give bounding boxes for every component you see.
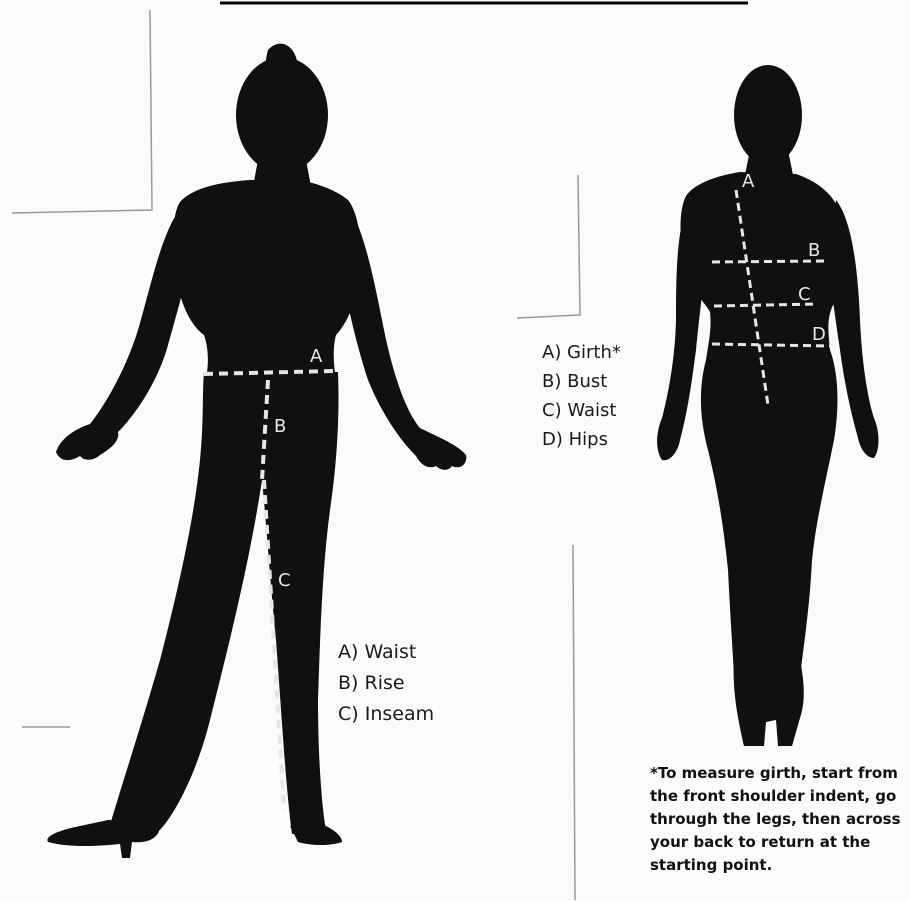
legend-item-waist: C) Waist <box>542 396 621 425</box>
left-silhouette <box>47 44 466 858</box>
right-marker-c: C <box>798 284 811 305</box>
right-marker-d: D <box>812 324 826 345</box>
right-marker-b: B <box>808 240 820 261</box>
legend-item-waist: A) Waist <box>338 637 434 668</box>
left-legend: A) Waist B) Rise C) Inseam <box>338 637 434 730</box>
legend-item-rise: B) Rise <box>338 668 434 699</box>
legend-item-hips: D) Hips <box>542 425 621 454</box>
legend-item-inseam: C) Inseam <box>338 699 434 730</box>
girth-footnote: *To measure girth, start from the front … <box>650 762 909 877</box>
left-marker-b: B <box>274 416 286 437</box>
left-marker-c: C <box>278 570 291 591</box>
legend-item-bust: B) Bust <box>542 367 621 396</box>
right-legend: A) Girth* B) Bust C) Waist D) Hips <box>542 338 621 454</box>
right-marker-a: A <box>742 171 755 192</box>
left-marker-a: A <box>310 346 323 367</box>
scan-frame-lines <box>12 3 748 900</box>
legend-item-girth: A) Girth* <box>542 338 621 367</box>
right-silhouette <box>657 65 878 746</box>
